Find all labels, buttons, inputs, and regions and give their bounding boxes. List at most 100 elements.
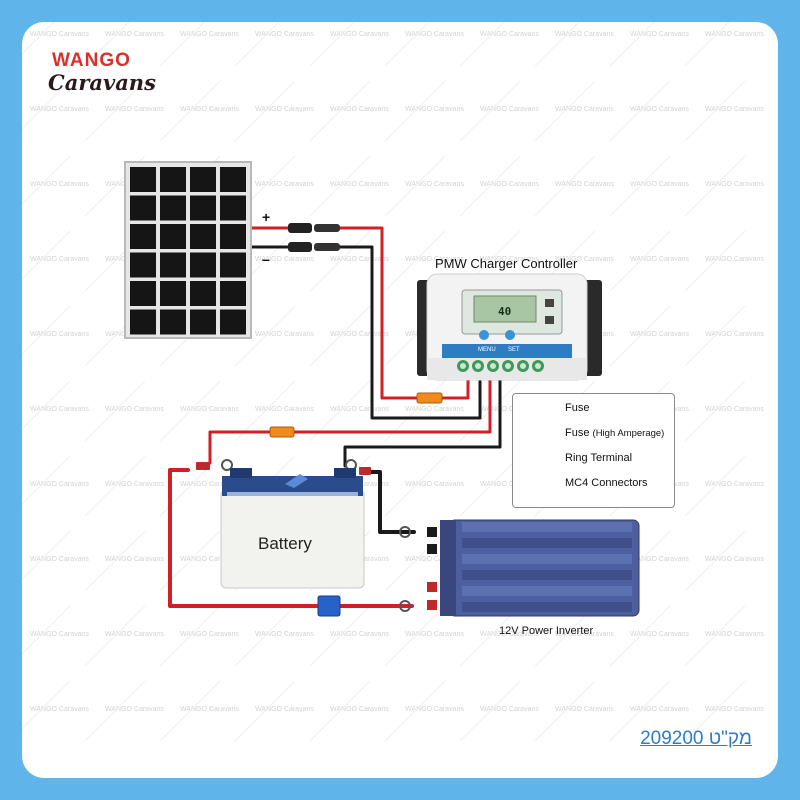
watermark-text: WANGO Caravans xyxy=(480,256,539,263)
watermark-text: WANGO Caravans xyxy=(405,706,464,713)
watermark-line xyxy=(684,80,746,142)
watermark-line xyxy=(309,230,371,292)
watermark-line xyxy=(84,380,146,442)
watermark-text: WANGO Caravans xyxy=(630,556,689,563)
inverter-label: 12V Power Inverter xyxy=(499,625,594,637)
solar-cell xyxy=(220,195,246,221)
watermark-text: WANGO Caravans xyxy=(705,556,764,563)
watermark-text: WANGO Caravans xyxy=(630,31,689,38)
watermark-line xyxy=(384,680,446,742)
watermark-text: WANGO Caravans xyxy=(405,181,464,188)
watermark-text: WANGO Caravans xyxy=(105,406,164,413)
wire-battery-negative xyxy=(343,370,502,468)
watermark-line xyxy=(534,22,580,67)
watermark-text: WANGO Caravans xyxy=(705,706,764,713)
watermark-text: WANGO Caravans xyxy=(105,631,164,638)
watermark-line xyxy=(684,605,746,667)
watermark-text: WANGO Caravans xyxy=(705,481,764,488)
watermark-text: WANGO Caravans xyxy=(180,481,239,488)
charger-controller-title: PMW Charger Controller xyxy=(435,256,578,271)
watermark-text: WANGO Caravans xyxy=(405,31,464,38)
solar-panel xyxy=(124,161,252,339)
watermark-text: WANGO Caravans xyxy=(705,31,764,38)
watermark-text: WANGO Caravans xyxy=(555,706,614,713)
watermark-line xyxy=(159,680,221,742)
watermark-line xyxy=(234,80,296,142)
watermark-text: WANGO Caravans xyxy=(105,481,164,488)
controller-set-label: SET xyxy=(508,347,520,353)
watermark-text: WANGO Caravans xyxy=(705,406,764,413)
logo-top-text: WANGO xyxy=(52,50,131,71)
watermark-text: WANGO Caravans xyxy=(105,106,164,113)
solar-cell xyxy=(190,195,216,221)
watermark-line xyxy=(684,380,746,442)
watermark-line xyxy=(384,455,446,517)
watermark-text: WANGO Caravans xyxy=(705,331,764,338)
watermark-line xyxy=(609,680,671,742)
watermark-text: WANGO Caravans xyxy=(30,406,89,413)
watermark-line xyxy=(309,80,371,142)
controller-terminal-screw xyxy=(460,363,466,369)
solar-cell xyxy=(220,309,246,335)
watermark-line xyxy=(22,155,71,205)
watermark-line xyxy=(459,155,521,217)
watermark-text: WANGO Caravans xyxy=(405,106,464,113)
watermark-line xyxy=(234,605,296,667)
solar-cell xyxy=(130,252,156,278)
watermark-line xyxy=(234,305,296,367)
watermark-line xyxy=(22,80,71,130)
controller-display-value: 40 xyxy=(498,305,512,318)
solar-cell xyxy=(160,252,186,278)
watermark-text: WANGO Caravans xyxy=(555,256,614,263)
solar-cell xyxy=(130,281,156,306)
watermark-line xyxy=(684,230,746,292)
sku-link[interactable]: מק"ט 209200 xyxy=(640,728,752,749)
watermark-line xyxy=(22,230,71,280)
solar-cell xyxy=(130,167,156,192)
watermark-text: WANGO Caravans xyxy=(405,556,464,563)
watermark-text: WANGO Caravans xyxy=(705,631,764,638)
watermark-line xyxy=(609,155,671,217)
watermark-line xyxy=(609,230,671,292)
watermark-line xyxy=(309,155,371,217)
watermark-text: WANGO Caravans xyxy=(630,631,689,638)
wire-battery-to-inverter-negative xyxy=(366,470,416,534)
watermark-line xyxy=(384,530,446,592)
watermark-line xyxy=(684,455,746,517)
watermark-text: WANGO Caravans xyxy=(105,556,164,563)
watermark-text: WANGO Caravans xyxy=(255,181,314,188)
watermark-text: WANGO Caravans xyxy=(30,106,89,113)
watermark-line xyxy=(684,680,746,742)
legend-item-high-amperage-fuse-detail: (High Amperage) xyxy=(592,428,665,439)
watermark-text: WANGO Caravans xyxy=(630,106,689,113)
watermark-line xyxy=(609,22,655,67)
solar-cell xyxy=(130,224,156,249)
watermark-text: WANGO Caravans xyxy=(180,406,239,413)
watermark-text: WANGO Caravans xyxy=(405,481,464,488)
solar-cell xyxy=(190,167,216,192)
watermark-text: WANGO Caravans xyxy=(405,256,464,263)
watermark-text: WANGO Caravans xyxy=(480,181,539,188)
solar-cell xyxy=(190,309,216,335)
watermark-line xyxy=(22,605,71,655)
watermark-line xyxy=(459,22,505,67)
watermark-text: WANGO Caravans xyxy=(30,556,89,563)
watermark-line xyxy=(22,455,71,505)
watermark-line xyxy=(22,530,71,580)
battery-label: Battery xyxy=(258,534,312,553)
watermark-line xyxy=(534,680,596,742)
watermark-text: WANGO Caravans xyxy=(30,706,89,713)
watermark-line xyxy=(609,305,671,367)
watermark-line xyxy=(459,680,521,742)
brand-logo: WANGO Caravans xyxy=(48,44,178,114)
solar-negative-label: – xyxy=(262,251,270,267)
watermark-text: WANGO Caravans xyxy=(180,706,239,713)
watermark-text: WANGO Caravans xyxy=(555,106,614,113)
watermark-text: WANGO Caravans xyxy=(30,631,89,638)
watermark-text: WANGO Caravans xyxy=(330,31,389,38)
watermark-text: WANGO Caravans xyxy=(555,631,614,638)
watermark-text: WANGO Caravans xyxy=(105,31,164,38)
fuse-battery xyxy=(269,426,295,438)
power-inverter xyxy=(427,519,640,617)
